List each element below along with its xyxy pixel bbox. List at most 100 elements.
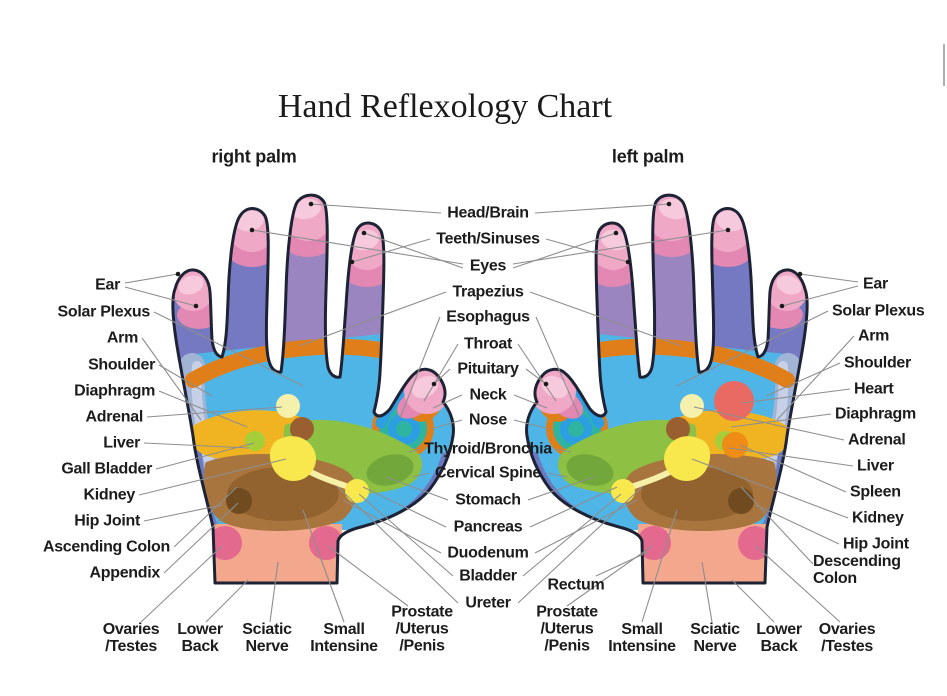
label-sciatic-nerve-left-palm: Sciatic Nerve — [690, 621, 740, 655]
leader-line-diaphragm-left-palm — [730, 413, 832, 428]
label-lower-back-right-palm: Lower Back — [177, 621, 223, 655]
label-ovaries-testes-left-palm: Ovaries /Testes — [818, 621, 876, 655]
leader-line-ear-left-palm — [781, 285, 859, 307]
leader-line-prostate-uterus-penis-right-palm — [327, 545, 409, 607]
leader-line-head-brain — [534, 203, 670, 214]
leader-line-duodenum — [342, 499, 442, 554]
leader-line-lower-back-left-palm — [731, 579, 775, 623]
label-diaphragm-right-palm: Diaphragm — [74, 382, 155, 400]
label-kidney-left-palm: Kidney — [852, 509, 904, 527]
heart-zone — [714, 381, 754, 421]
leader-line-spleen — [739, 444, 847, 493]
leader-line-throat — [423, 343, 459, 402]
leader-line-ureter — [517, 485, 644, 604]
leader-line-appendix — [163, 502, 239, 574]
leader-line-teeth-sinuses — [351, 238, 431, 263]
leader-line-pancreas — [362, 486, 447, 528]
leader-line-esophagus — [399, 316, 441, 419]
label-prostate-uterus-penis-right-palm: Prostate /Uterus /Penis — [391, 603, 453, 655]
leader-line-arm-left-palm — [776, 335, 855, 421]
pointer-dots — [175, 201, 803, 387]
leader-line-eyes — [512, 229, 729, 265]
label-liver-left-palm: Liver — [857, 457, 894, 475]
label-eyes: Eyes — [469, 257, 507, 275]
leader-line-teeth-sinuses — [545, 238, 629, 263]
leader-line-ovaries-testes-left-palm — [755, 545, 841, 623]
leader-line-rectum — [595, 551, 649, 577]
leader-line-nose — [513, 419, 550, 430]
label-ovaries-testes-right-palm: Ovaries /Testes — [102, 621, 160, 655]
pointer-dot-ear-left-palm — [779, 303, 785, 309]
leader-line-gall-bladder — [155, 442, 255, 470]
leader-line-stomach — [385, 476, 449, 501]
label-bladder: Bladder — [459, 567, 517, 585]
leader-line-cervical-spine — [546, 472, 568, 478]
chart-title: Hand Reflexology Chart — [277, 88, 613, 125]
pointer-dot-teeth-sinuses — [349, 259, 355, 265]
leader-lines — [124, 203, 859, 623]
pointer-dot-ear-left-palm — [797, 271, 803, 277]
leader-line-solar-plexus-right-palm — [153, 311, 304, 387]
label-nose: Nose — [469, 411, 507, 429]
right-palm-caption: right palm — [211, 146, 297, 167]
leader-line-heart — [741, 388, 851, 404]
leader-line-trapezius — [298, 291, 447, 347]
leader-line-hip-joint-right-palm — [143, 504, 223, 522]
pointer-dot-eyes — [613, 230, 619, 236]
label-spleen: Spleen — [850, 483, 901, 501]
leader-line-adrenal-right-palm — [146, 406, 283, 418]
leader-line-pituitary — [433, 368, 451, 385]
leader-line-bladder — [358, 493, 454, 577]
leader-line-duodenum — [534, 499, 638, 554]
label-duodenum: Duodenum — [447, 544, 529, 562]
label-appendix: Appendix — [89, 564, 161, 582]
pointer-dot-head-brain — [308, 201, 314, 207]
label-prostate-uterus-penis-left-palm: Prostate /Uterus /Penis — [536, 603, 598, 655]
label-descending-colon: Descending Colon — [813, 553, 901, 587]
label-kidney-right-palm: Kidney — [83, 486, 135, 504]
label-ureter: Ureter — [465, 594, 511, 612]
label-gall-bladder: Gall Bladder — [61, 460, 152, 478]
leader-line-cervical-spine — [412, 472, 430, 478]
label-shoulder-left-palm: Shoulder — [844, 354, 911, 372]
leader-line-eyes — [363, 232, 464, 269]
leader-line-ovaries-testes-right-palm — [140, 545, 223, 623]
leader-line-adrenal-left-palm — [693, 406, 845, 441]
leader-line-sciatic-nerve-right-palm — [269, 561, 279, 623]
leader-line-shoulder-right-palm — [158, 364, 213, 397]
label-rectum: Rectum — [547, 576, 605, 594]
label-cervical-spine: Cervical Spine — [434, 464, 542, 482]
pointer-dot-head-brain — [666, 201, 672, 207]
leader-line-neck — [513, 394, 548, 409]
pointer-dot-eyes — [361, 230, 367, 236]
leader-line-head-brain — [310, 203, 442, 214]
leader-line-diaphragm-right-palm — [158, 390, 248, 428]
label-trapezius: Trapezius — [452, 283, 524, 301]
label-stomach: Stomach — [455, 491, 521, 509]
label-adrenal-right-palm: Adrenal — [85, 408, 144, 426]
leader-line-kidney-right-palm — [138, 458, 287, 496]
spleen-zone — [722, 432, 748, 458]
leader-line-prostate-uterus-penis-left-palm — [566, 545, 653, 607]
label-pancreas: Pancreas — [453, 518, 523, 536]
label-teeth-sinuses: Teeth/Sinuses — [436, 230, 540, 248]
pointer-dot-pituitary — [543, 381, 549, 387]
leader-line-eyes — [251, 229, 464, 265]
leader-line-ear-right-palm — [124, 273, 179, 284]
leader-line-trapezius — [529, 291, 682, 347]
leader-line-throat — [517, 343, 557, 402]
leader-line-small-intestine-right-palm — [302, 509, 345, 623]
label-ear-right-palm: Ear — [95, 276, 120, 294]
left-palm-caption: left palm — [611, 146, 685, 167]
leader-line-liver-right-palm — [143, 442, 250, 449]
label-ascending-colon: Ascending Colon — [42, 538, 170, 556]
leader-line-stomach — [527, 476, 595, 501]
label-pituitary: Pituitary — [457, 360, 519, 378]
leader-line-eyes — [512, 232, 617, 269]
leader-line-pancreas — [529, 486, 618, 528]
leader-line-liver-left-palm — [728, 447, 854, 467]
label-small-intestine-left-palm: Small Intensine — [608, 621, 676, 655]
leader-line-esophagus — [535, 316, 581, 419]
label-thyroid-bronchia: Thyroid/Bronchia — [424, 440, 552, 458]
label-heart: Heart — [854, 380, 894, 398]
